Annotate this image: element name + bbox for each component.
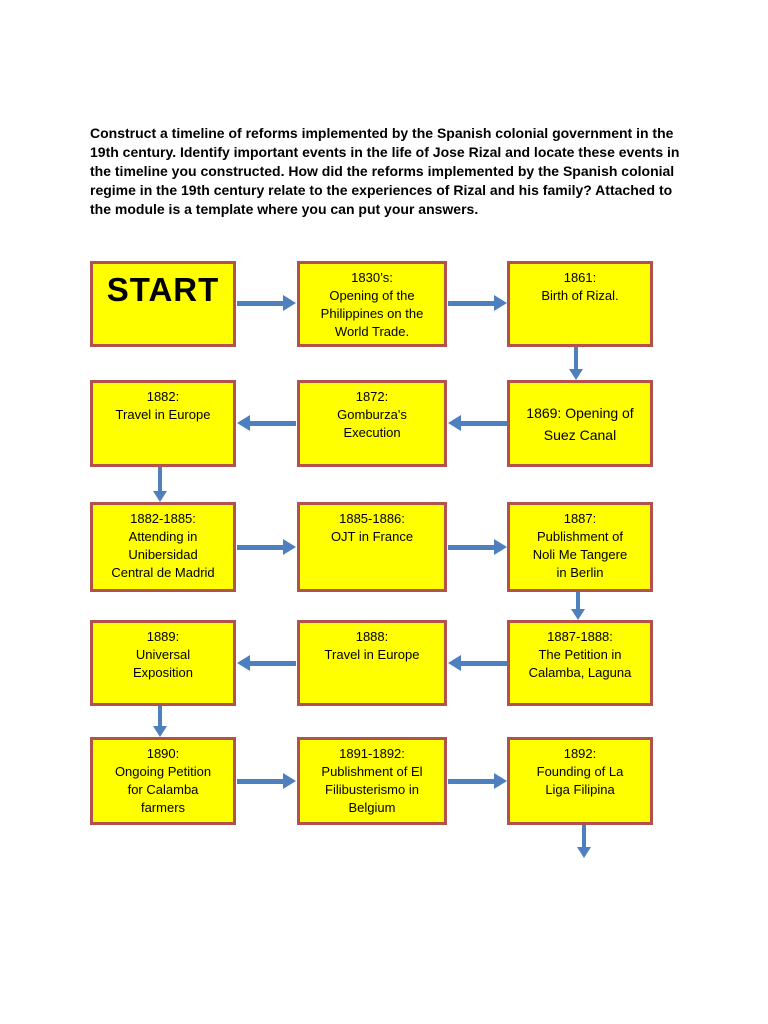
arrow-1891-1892-to-1892 — [448, 773, 507, 789]
arrow-down-icon — [577, 847, 591, 858]
flow-box-1861-label: 1861: Birth of Rizal. — [541, 270, 619, 303]
arrow-1882-to-1882-1885 — [152, 467, 168, 502]
arrow-1887-to-1887-1888 — [570, 592, 586, 620]
instructions-paragraph: Construct a timeline of reforms implemen… — [90, 125, 680, 217]
flow-box-1887-1888: 1887-1888: The Petition in Calamba, Lagu… — [507, 620, 653, 706]
arrow-down-icon — [571, 609, 585, 620]
flow-box-1882-1885-label: 1882-1885: Attending in Unibersidad Cent… — [111, 511, 215, 580]
arrow-1872-to-1882 — [237, 415, 296, 431]
flow-box-1888: 1888: Travel in Europe — [297, 620, 447, 706]
flow-box-1869: 1869: Opening of Suez Canal — [507, 380, 653, 467]
flow-box-1872-label: 1872: Gomburza's Execution — [337, 389, 407, 440]
flow-box-start-label: START — [106, 271, 220, 308]
arrow-1869-to-1872 — [448, 415, 507, 431]
flow-box-1891-1892-label: 1891-1892: Publishment of El Filibusteri… — [321, 746, 423, 815]
arrow-right-icon — [494, 773, 507, 789]
arrow-left-icon — [237, 655, 250, 671]
flow-box-1889-label: 1889: Universal Exposition — [133, 629, 193, 680]
arrow-right-icon — [494, 295, 507, 311]
arrow-right-icon — [494, 539, 507, 555]
arrow-1861-to-1869 — [568, 347, 584, 380]
flow-box-1887-label: 1887: Publishment of Noli Me Tangere in … — [532, 511, 628, 580]
arrow-1892-continue — [576, 825, 592, 858]
flow-box-1887-1888-label: 1887-1888: The Petition in Calamba, Lagu… — [528, 629, 632, 680]
arrow-left-icon — [448, 415, 461, 431]
flow-box-1889: 1889: Universal Exposition — [90, 620, 236, 706]
arrow-1887-1888-to-1888 — [448, 655, 507, 671]
flow-box-1890-label: 1890: Ongoing Petition for Calamba farme… — [114, 746, 212, 815]
arrow-1888-to-1889 — [237, 655, 296, 671]
flow-box-1830s: 1830’s: Opening of the Philippines on th… — [297, 261, 447, 347]
flow-box-1882-travel-label: 1882: Travel in Europe — [115, 389, 211, 422]
flow-box-1891-1892: 1891-1892: Publishment of El Filibusteri… — [297, 737, 447, 825]
arrow-right-icon — [283, 773, 296, 789]
arrow-right-icon — [283, 295, 296, 311]
flow-box-1890: 1890: Ongoing Petition for Calamba farme… — [90, 737, 236, 825]
arrow-1885-1886-to-1887 — [448, 539, 507, 555]
arrow-down-icon — [153, 491, 167, 502]
arrow-left-icon — [237, 415, 250, 431]
arrow-left-icon — [448, 655, 461, 671]
arrow-1889-to-1890 — [152, 706, 168, 737]
arrow-1882-1885-to-1885-1886 — [237, 539, 296, 555]
flow-box-1892-label: 1892: Founding of La Liga Filipina — [536, 746, 624, 797]
flow-box-1892: 1892: Founding of La Liga Filipina — [507, 737, 653, 825]
arrow-start-to-1830s — [237, 295, 296, 311]
flow-box-1882-1885: 1882-1885: Attending in Unibersidad Cent… — [90, 502, 236, 592]
flow-box-1888-label: 1888: Travel in Europe — [324, 629, 420, 662]
flow-box-1887: 1887: Publishment of Noli Me Tangere in … — [507, 502, 653, 592]
arrow-1830s-to-1861 — [448, 295, 507, 311]
flow-box-1882-travel: 1882: Travel in Europe — [90, 380, 236, 467]
flow-box-start: START — [90, 261, 236, 347]
flow-box-1885-1886: 1885-1886: OJT in France — [297, 502, 447, 592]
arrow-right-icon — [283, 539, 296, 555]
arrow-down-icon — [153, 726, 167, 737]
arrow-1890-to-1891-1892 — [237, 773, 296, 789]
flow-box-1872: 1872: Gomburza's Execution — [297, 380, 447, 467]
flow-box-1830s-label: 1830’s: Opening of the Philippines on th… — [320, 270, 424, 339]
arrow-down-icon — [569, 369, 583, 380]
flow-box-1885-1886-label: 1885-1886: OJT in France — [330, 511, 414, 544]
flow-box-1861: 1861: Birth of Rizal. — [507, 261, 653, 347]
flow-box-1869-label: 1869: Opening of Suez Canal — [526, 404, 634, 443]
